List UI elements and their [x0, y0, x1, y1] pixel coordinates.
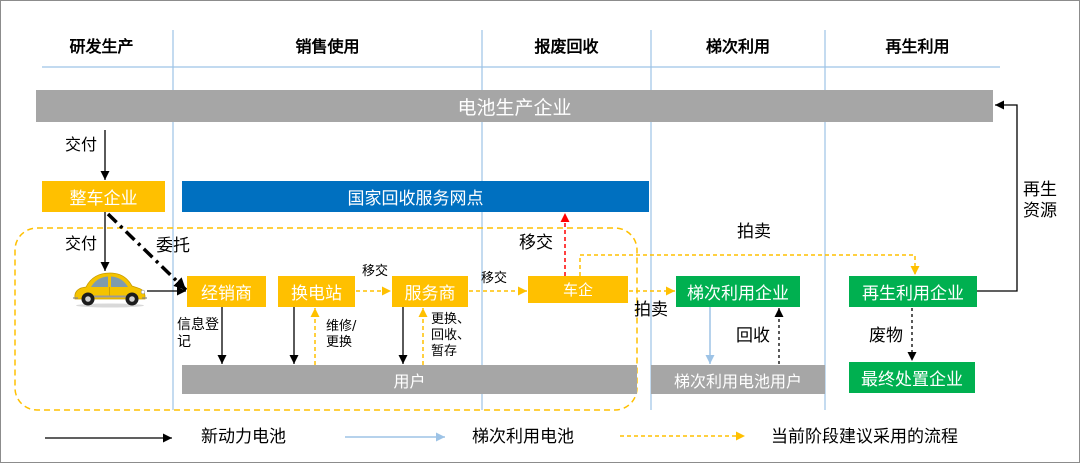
label-line: 资源 [1023, 201, 1057, 221]
stage-header-sales-use: 销售使用 [295, 37, 360, 56]
label-line: 回收、 [431, 328, 471, 343]
proposed-flow-zone [14, 227, 638, 411]
arrow-renewable-resources [977, 100, 1018, 292]
label-line: 维修/ [326, 319, 357, 334]
label-line: 再生 [1023, 180, 1057, 200]
legend-label-new-battery: 新动力电池 [201, 427, 286, 447]
node-dealer: 经销商 [187, 276, 266, 307]
car-icon-graphic [73, 272, 147, 308]
stage-header-regeneration: 再生利用 [885, 37, 950, 56]
node-swap-station: 换电站 [278, 276, 355, 307]
label-recycle: 回收 [736, 326, 770, 346]
label-line: 记 [177, 334, 191, 350]
node-service-provider: 服务商 [392, 276, 468, 307]
stage-header-scrap-recycling: 报废回收 [534, 37, 599, 56]
car-icon [72, 268, 148, 308]
label-repair-replace: 维修/ 更换 [326, 319, 356, 351]
node-user: 用户 [182, 365, 637, 394]
label-line: 更换 [326, 335, 353, 350]
label-entrust: 委托 [156, 236, 190, 256]
node-automaker: 车企 [528, 276, 628, 303]
arrow-automaker-to-recycling [579, 254, 920, 276]
stage-header-cascade-use: 梯次利用 [705, 37, 770, 56]
legend-label-proposed-flow: 当前阶段建议采用的流程 [771, 427, 958, 447]
label-line: 更换、 [431, 312, 471, 327]
node-vehicle-maker: 整车企业 [42, 181, 165, 212]
label-auction-to-recycling: 拍卖 [737, 222, 771, 242]
legend-label-cascade-battery: 梯次利用电池 [472, 427, 574, 447]
stage-header-rd-production: 研发生产 [69, 37, 134, 56]
node-battery-producer: 电池生产企业 [36, 90, 993, 122]
label-line: 暂存 [431, 344, 458, 359]
label-line: 信息登 [177, 317, 219, 333]
node-cascade-battery-user: 梯次利用电池用户 [651, 365, 825, 394]
label-waste: 废物 [869, 326, 903, 346]
node-cascade-enterprise: 梯次利用企业 [676, 276, 800, 307]
label-deliver-to-user: 交付 [65, 234, 98, 253]
label-auction-to-cascade: 拍卖 [634, 300, 668, 320]
node-final-disposal: 最终处置企业 [849, 362, 975, 393]
node-national-recycling-outlets: 国家回收服务网点 [182, 181, 649, 212]
label-replace-recycle-store: 更换、 回收、 暂存 [431, 312, 470, 360]
label-transfer-service-to-automaker: 移交 [481, 271, 508, 286]
label-renewable-resources: 再生 资源 [1023, 180, 1057, 222]
arrow-entrust [106, 212, 188, 292]
node-recycling-enterprise: 再生利用企业 [849, 276, 977, 307]
label-info-registration: 信息登 记 [177, 317, 219, 351]
label-deliver-to-vehicle-maker: 交付 [65, 135, 98, 154]
label-transfer-automaker-to-outlets: 移交 [519, 233, 553, 253]
label-transfer-swap-to-service: 移交 [362, 264, 389, 279]
